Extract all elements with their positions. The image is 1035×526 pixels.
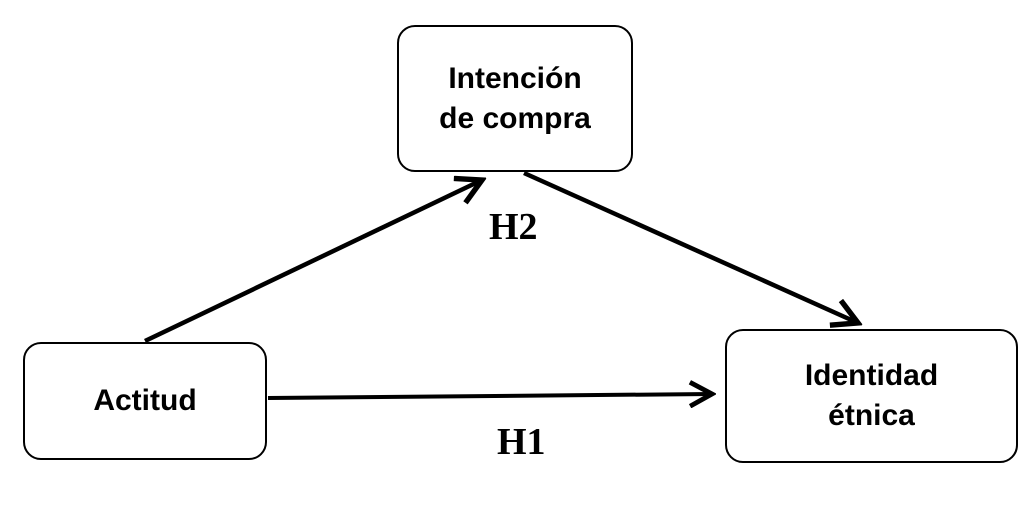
node-label: Identidad étnica [804,359,939,432]
node-intencion-de-compra: Intención de compra [397,25,633,172]
node-label: Actitud [93,384,197,418]
edge-intencion-to-identidad [523,170,858,323]
node-label: Intención de compra [439,61,591,135]
edge-actitud-to-intencion [144,180,482,344]
node-identidad-etnica: Identidad étnica [725,329,1018,463]
node-actitud: Actitud [23,342,267,460]
edge-actitud-to-identidad [267,394,712,398]
edge-label-h2: H2 [489,206,538,248]
edge-label-h1: H1 [497,421,546,463]
